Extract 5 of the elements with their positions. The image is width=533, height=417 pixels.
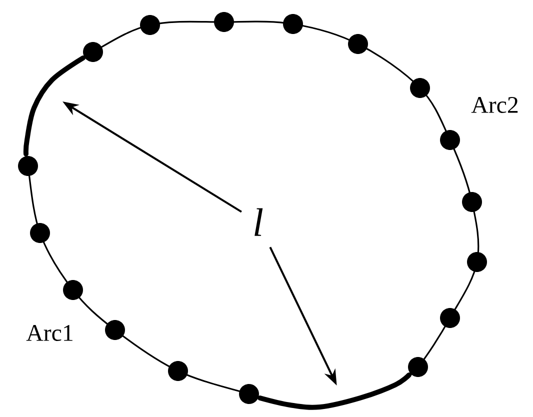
thick-arc [23,56,86,156]
variable-label: l [254,208,263,236]
arc-label: Arc1 [26,325,72,342]
arc-label: Arc2 [471,96,518,114]
thick-arc [258,372,412,410]
